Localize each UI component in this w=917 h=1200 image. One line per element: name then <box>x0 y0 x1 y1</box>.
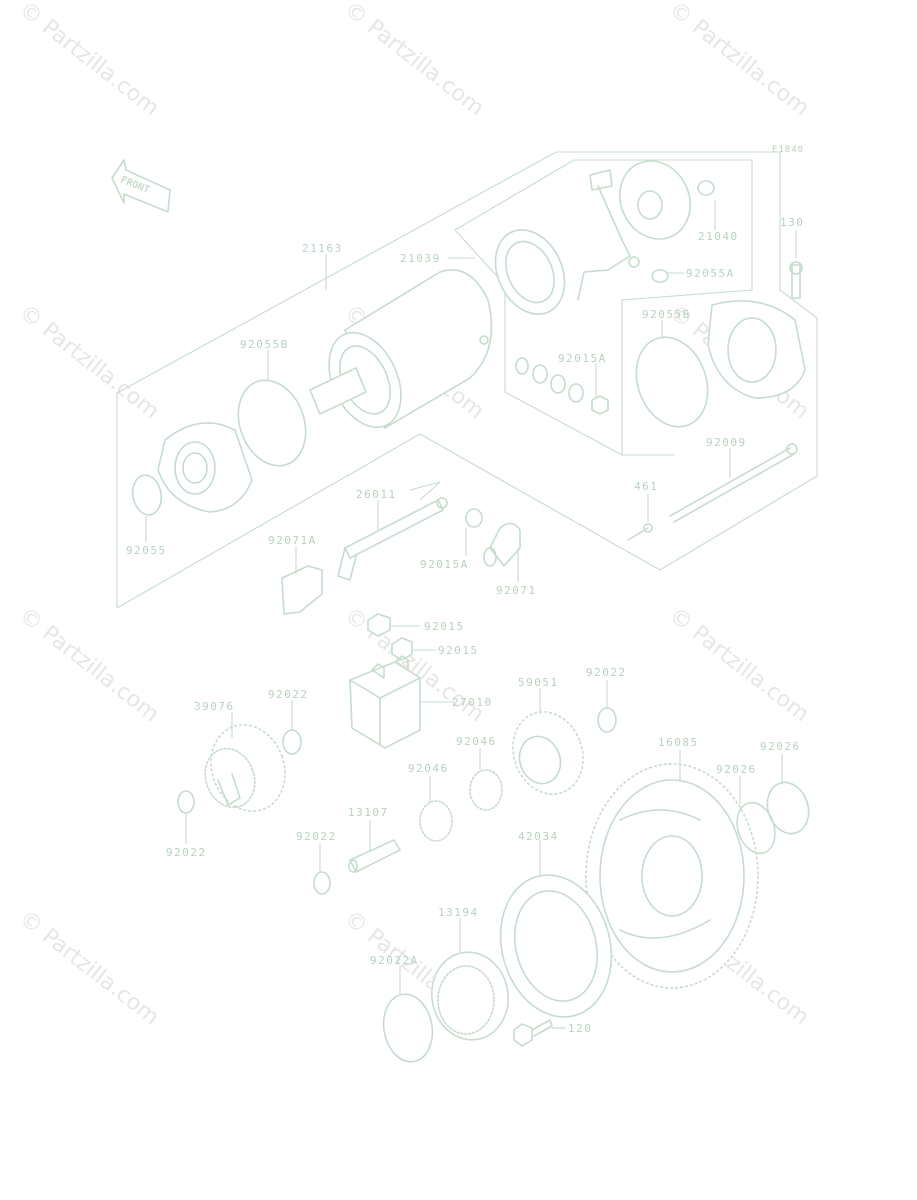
part-label: 13194 <box>438 906 479 919</box>
starter-clutch-gear <box>585 763 759 989</box>
through-bolt <box>669 443 798 523</box>
part-label: 461 <box>634 480 658 493</box>
shaft-13107 <box>348 838 402 874</box>
part-label: 92015A <box>558 352 607 365</box>
part-label: 92055 <box>126 544 167 557</box>
o-ring-92055b-left <box>237 379 307 467</box>
cap-92071a <box>281 565 323 615</box>
washer-92022a <box>382 993 434 1063</box>
part-label: 92022A <box>370 954 419 967</box>
starter-motor-yoke <box>308 269 493 430</box>
lever-26011 <box>337 481 448 581</box>
one-way-clutch-13194 <box>431 951 509 1041</box>
leader-lines <box>145 200 797 1029</box>
part-label: 92009 <box>706 436 747 449</box>
starter-relay <box>349 655 421 749</box>
part-label: 92015A <box>420 558 469 571</box>
part-label: 92055A <box>686 267 735 280</box>
part-label: 92022 <box>268 688 309 701</box>
brush-holder <box>494 229 566 315</box>
nut-92015-a <box>367 613 391 637</box>
part-label: 21163 <box>302 242 343 255</box>
o-ring-92055b-right <box>635 336 709 428</box>
front-label: FRONT <box>119 175 151 196</box>
part-label: 92022 <box>586 666 627 679</box>
watermark: © Partzilla.com <box>14 0 163 121</box>
watermark: © Partzilla.com <box>14 603 163 727</box>
watermark: © Partzilla.com <box>339 0 488 121</box>
part-label: 92046 <box>456 735 497 748</box>
brush-plate <box>577 160 715 301</box>
watermark: © Partzilla.com <box>664 603 813 727</box>
part-labels: 21163 21039 21040 130 92055A 92055B 9205… <box>126 216 804 1035</box>
part-label: 21040 <box>698 230 739 243</box>
part-label: 59051 <box>518 676 559 689</box>
part-label: 92026 <box>716 763 757 776</box>
front-cover <box>157 422 253 513</box>
watermark: © Partzilla.com <box>14 906 163 1030</box>
bushing-92071 <box>483 522 521 568</box>
bearing-92046-b <box>469 769 503 811</box>
part-label: 39076 <box>194 700 235 713</box>
watermark: © Partzilla.com <box>664 0 813 121</box>
pin-461 <box>627 523 653 541</box>
part-label: 92022 <box>296 830 337 843</box>
part-label: 92015 <box>438 644 479 657</box>
part-label: 92055B <box>642 308 691 321</box>
washer-92022-c <box>177 790 195 814</box>
washer-92022-d <box>313 871 331 895</box>
nut-92015-b <box>391 637 413 661</box>
part-label: 26011 <box>356 488 397 501</box>
part-label: 92046 <box>408 762 449 775</box>
o-ring-92055 <box>131 474 163 516</box>
gear-59051 <box>512 711 584 795</box>
part-label: 92015 <box>424 620 465 633</box>
part-label: 92026 <box>760 740 801 753</box>
washer-92022-b <box>597 707 617 733</box>
part-label: 92055B <box>240 338 289 351</box>
part-label: 21039 <box>400 252 441 265</box>
bearing-92046-a <box>419 800 453 842</box>
washer-92022-a <box>282 729 302 755</box>
bushing-92015a <box>465 508 483 528</box>
ring-92026-b <box>766 781 810 835</box>
part-label: 120 <box>568 1022 592 1035</box>
part-label: 92071A <box>268 534 317 547</box>
rear-cover <box>707 261 806 399</box>
assembly-outline <box>116 151 818 609</box>
washer-stack <box>515 357 609 415</box>
part-label: 42034 <box>518 830 559 843</box>
part-label: 92071 <box>496 584 537 597</box>
bolt-120 <box>513 1019 553 1047</box>
part-label: 92022 <box>166 846 207 859</box>
front-arrow-icon: FRONT <box>111 159 171 213</box>
gear-39076 <box>204 724 286 812</box>
part-label: 27010 <box>452 696 493 709</box>
part-label: 16085 <box>658 736 699 749</box>
watermark: © Partzilla.com <box>14 300 163 424</box>
part-label: 130 <box>780 216 804 229</box>
part-label: 13107 <box>348 806 389 819</box>
diagram-code: E1840 <box>772 145 804 155</box>
plate-42034 <box>499 874 613 1018</box>
